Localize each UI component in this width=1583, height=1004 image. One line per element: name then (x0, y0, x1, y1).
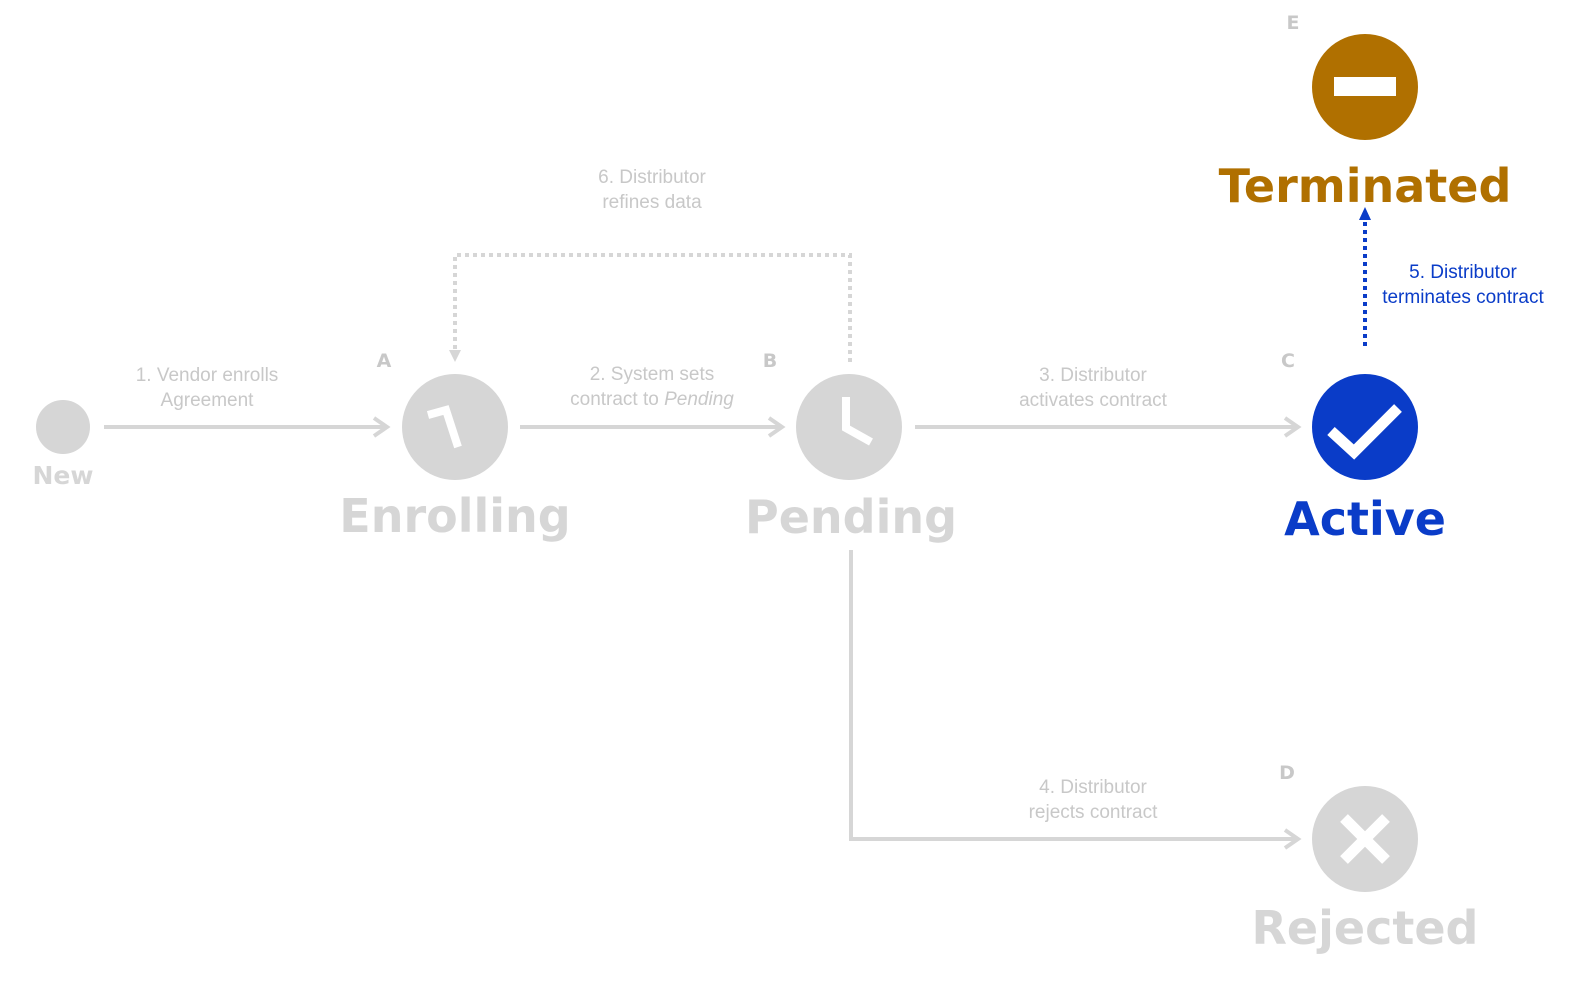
transition-label-3: 3. Distributor activates contract (1019, 365, 1168, 411)
state-letter-pending: B (763, 350, 777, 372)
state-label-enrolling: Enrolling (339, 489, 570, 543)
x-icon (1312, 786, 1418, 892)
checkmark-icon (1312, 374, 1418, 480)
state-letter-enrolling: A (377, 350, 392, 372)
state-label-terminated: Terminated (1219, 159, 1512, 213)
transition-label-1: 1. Vendor enrolls Agreement (136, 365, 279, 411)
transition-label-4: 4. Distributor rejects contract (1029, 777, 1159, 823)
transition-5-line1: 5. Distributor (1409, 262, 1517, 283)
edge-pending-to-active (915, 416, 1302, 438)
transition-4-line1: 4. Distributor (1039, 777, 1147, 798)
transition-2-line2-italic: Pending (664, 389, 734, 410)
state-letter-rejected: D (1279, 762, 1295, 784)
transition-2-line2-prefix: contract to (570, 389, 664, 410)
transition-label-5: 5. Distributor terminates contract (1382, 262, 1544, 308)
transition-3-line2: activates contract (1019, 390, 1168, 411)
state-label-active: Active (1284, 492, 1446, 546)
edge-new-to-enrolling (104, 416, 391, 438)
transition-label-2: 2. System sets contract to Pending (570, 364, 734, 410)
transition-1-line2: Agreement (161, 390, 255, 411)
transition-2-line1: 2. System sets (590, 364, 715, 385)
transition-3-line1: 3. Distributor (1039, 365, 1147, 386)
transition-4-line2: rejects contract (1029, 802, 1159, 823)
state-label-pending: Pending (745, 490, 957, 544)
state-letter-terminated: E (1287, 12, 1300, 34)
transition-1-line1: 1. Vendor enrolls (136, 365, 279, 386)
edge-pending-to-rejected (849, 550, 1302, 850)
clock-enrolling-icon (402, 374, 508, 480)
state-label-new: New (33, 461, 94, 490)
edge-enrolling-to-pending (520, 416, 786, 438)
edge-active-to-terminated-dotted (1359, 207, 1371, 346)
minus-icon (1312, 34, 1418, 140)
transition-6-line1: 6. Distributor (598, 167, 706, 188)
transition-6-line2: refines data (602, 192, 702, 213)
state-label-rejected: Rejected (1252, 901, 1479, 955)
transition-2-line2: contract to Pending (570, 389, 734, 410)
transition-5-line2: terminates contract (1382, 287, 1544, 308)
clock-pending-icon (796, 374, 902, 480)
state-letter-active: C (1281, 350, 1295, 372)
dot-icon (36, 400, 90, 454)
edge-pending-to-enrolling-dotted (449, 253, 852, 362)
transition-label-6: 6. Distributor refines data (598, 167, 706, 213)
